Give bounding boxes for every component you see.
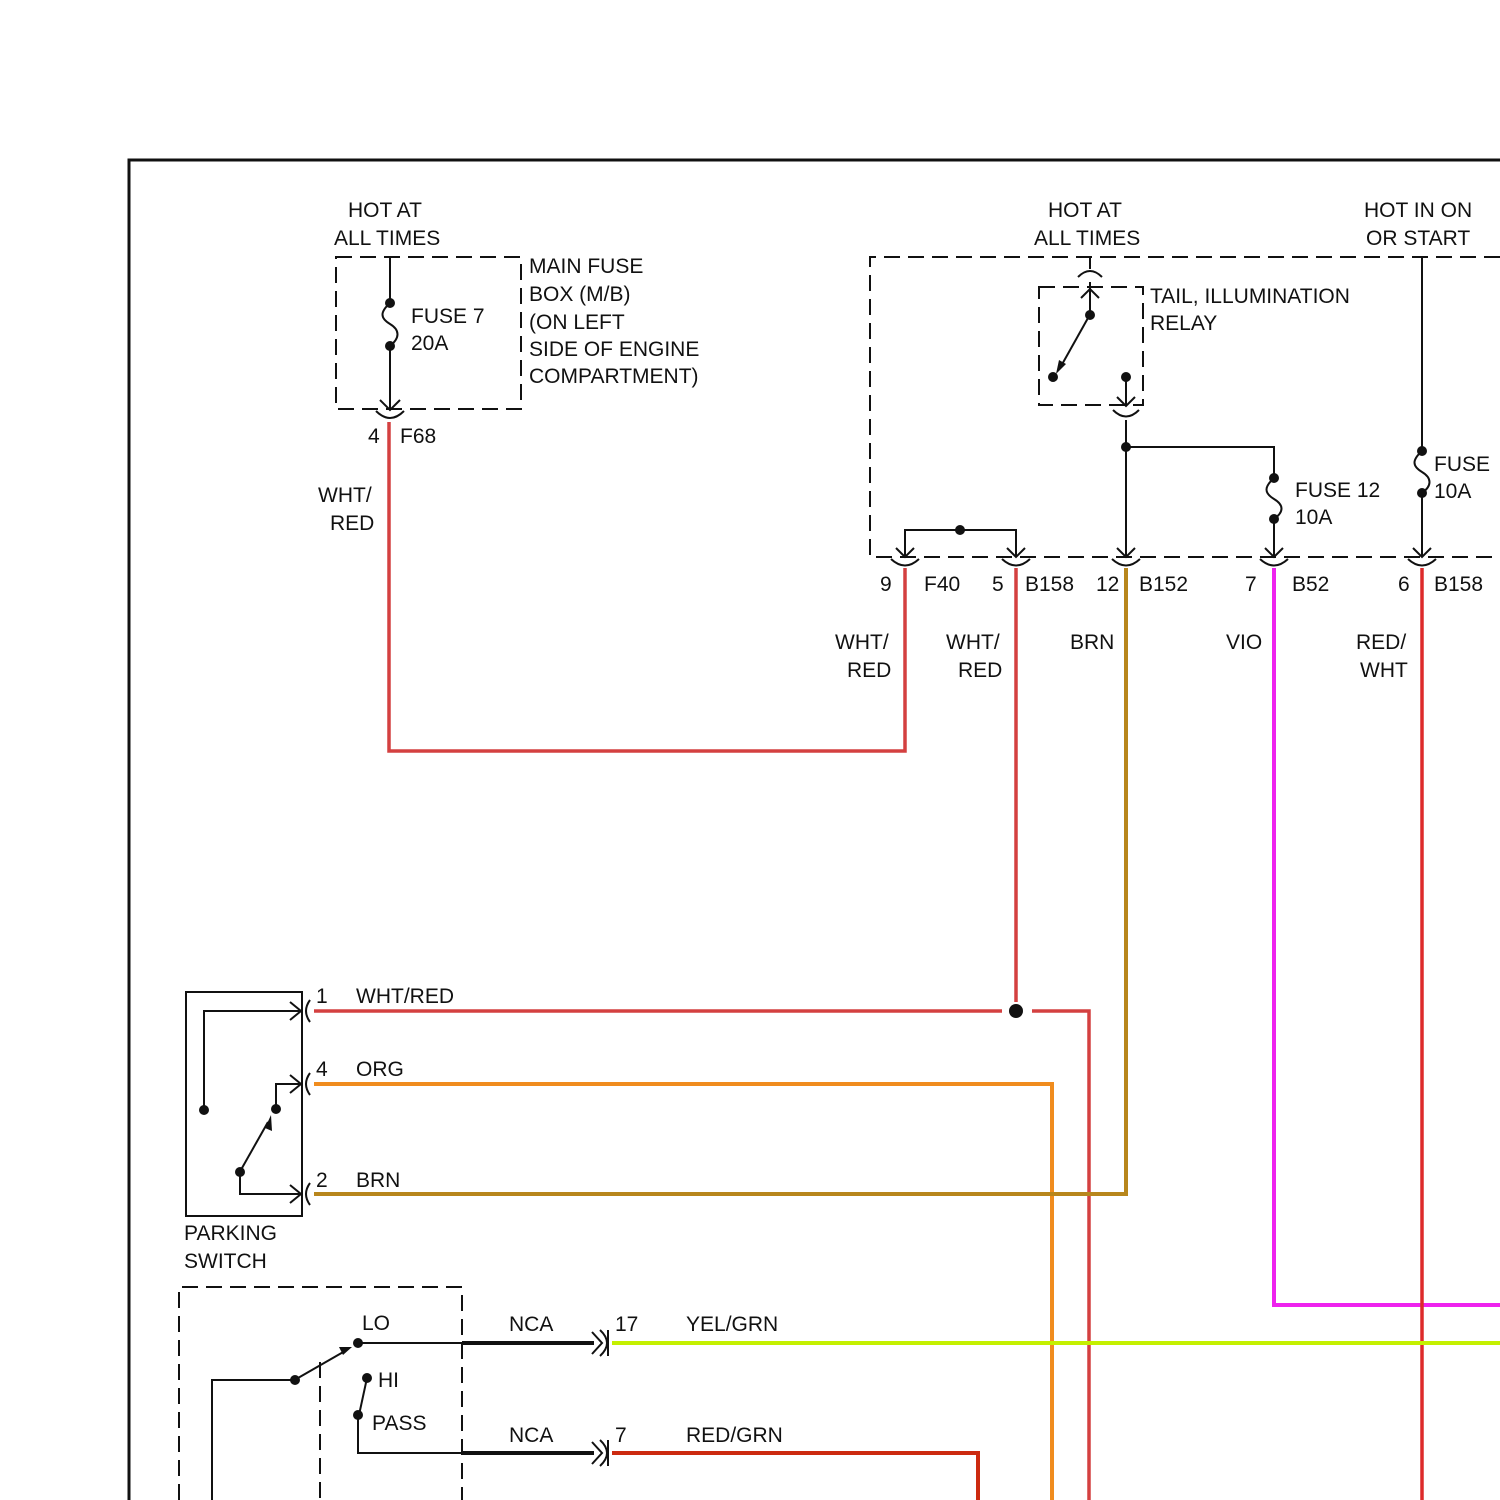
relay-label-2: RELAY xyxy=(1150,312,1217,335)
parking-switch: 1 WHT/RED 4 ORG 2 BRN PARKING SWITCH xyxy=(184,985,454,1273)
connector-f40-wire-2: RED xyxy=(847,659,891,682)
main-fuse-power-label-2: ALL TIMES xyxy=(334,227,440,250)
connector-b158b-wire-1: RED/ xyxy=(1356,631,1406,654)
headlight-pass-label: PASS xyxy=(372,1412,426,1435)
output-wire-17: YEL/GRN xyxy=(686,1313,778,1336)
main-fuse-box: HOT AT ALL TIMES FUSE 7 20A MAIN FUSE BO… xyxy=(318,199,699,535)
connector-labels: 9 F40 WHT/ RED 5 B158 WHT/ RED 12 B152 B… xyxy=(835,573,1483,682)
connector-f40-name: F40 xyxy=(924,573,960,596)
connector-b158-wire-2: RED xyxy=(958,659,1002,682)
connector-b158b-name: B158 xyxy=(1434,573,1483,596)
relay-contact-icon xyxy=(1060,318,1088,368)
connector-b158b-wire-2: WHT xyxy=(1360,659,1408,682)
fuse-7-symbol xyxy=(383,303,398,346)
parking-switch-name-2: SWITCH xyxy=(184,1250,267,1273)
headlight-switch: LO HI PASS NCA 17 YEL/GRN NCA 7 RED/GRN xyxy=(179,1287,783,1500)
main-fuse-power-label-1: HOT AT xyxy=(348,199,422,222)
fuse-10a-symbol xyxy=(1415,451,1430,493)
wire-org xyxy=(314,1084,1052,1500)
parking-pin-2: 2 xyxy=(316,1169,328,1192)
wht-red-splice xyxy=(1009,1004,1023,1018)
connector-b158-name: B158 xyxy=(1025,573,1074,596)
parking-wire-2: BRN xyxy=(356,1169,400,1192)
fuse-12-rating: 10A xyxy=(1295,506,1332,529)
fuse-7-rating: 20A xyxy=(411,332,448,355)
wire-red-grn xyxy=(612,1453,978,1500)
fuse-7-name: FUSE 7 xyxy=(411,305,485,328)
headlight-lo-label: LO xyxy=(362,1312,390,1335)
relay-power-label-1: HOT AT xyxy=(1048,199,1122,222)
parking-pin-4: 4 xyxy=(316,1058,328,1081)
parking-wire-4: ORG xyxy=(356,1058,404,1081)
output-pin-17: 17 xyxy=(615,1313,638,1336)
parking-switch-name-1: PARKING xyxy=(184,1222,277,1245)
relay-label-1: TAIL, ILLUMINATION xyxy=(1150,285,1350,308)
output-pin-7: 7 xyxy=(615,1424,627,1447)
parking-switch-blade-icon xyxy=(242,1122,268,1168)
ignition-power-label-1: HOT IN ON xyxy=(1364,199,1472,222)
connector-b158-wire-1: WHT/ xyxy=(946,631,1000,654)
main-fuse-box-label-4: SIDE OF ENGINE xyxy=(529,338,699,361)
wire-brn xyxy=(314,568,1126,1194)
main-fuse-box-label-3: (ON LEFT xyxy=(529,311,625,334)
diagram-frame xyxy=(129,160,1500,1500)
fuse-right-name: FUSE xyxy=(1434,453,1490,476)
output-nca-17: NCA xyxy=(509,1313,553,1336)
ignition-power-label-2: OR START xyxy=(1366,227,1470,250)
connector-b158-pin: 5 xyxy=(992,573,1004,596)
fuse-right-rating: 10A xyxy=(1434,480,1471,503)
output-wire-7: RED/GRN xyxy=(686,1424,783,1447)
fuse-12-symbol xyxy=(1267,478,1282,519)
connector-b52-name: B52 xyxy=(1292,573,1329,596)
f68-connector: F68 xyxy=(400,425,436,448)
headlight-switch-blade-icon xyxy=(298,1351,345,1378)
fuse-12-name: FUSE 12 xyxy=(1295,479,1380,502)
main-fuse-box-label-5: COMPARTMENT) xyxy=(529,365,699,388)
connector-f40-wire-1: WHT/ xyxy=(835,631,889,654)
parking-wire-1: WHT/RED xyxy=(356,985,454,1008)
f68-wire-color-1: WHT/ xyxy=(318,484,372,507)
connector-b152-pin: 12 xyxy=(1096,573,1119,596)
connector-b152-wire-1: BRN xyxy=(1070,631,1114,654)
connector-b52-pin: 7 xyxy=(1245,573,1257,596)
headlight-hi-label: HI xyxy=(378,1369,399,1392)
f68-pin: 4 xyxy=(368,425,380,448)
connector-b52-wire-1: VIO xyxy=(1226,631,1262,654)
parking-pin-1: 1 xyxy=(316,985,328,1008)
relay-fuse-box: HOT AT ALL TIMES HOT IN ON OR START TAIL… xyxy=(870,199,1500,566)
connector-b158b-pin: 6 xyxy=(1398,573,1410,596)
relay-power-label-2: ALL TIMES xyxy=(1034,227,1140,250)
f68-wire-color-2: RED xyxy=(330,512,374,535)
connector-f40-pin: 9 xyxy=(880,573,892,596)
main-fuse-box-label-2: BOX (M/B) xyxy=(529,283,631,306)
wire-wht-red-f68 xyxy=(389,422,905,751)
connector-b152-name: B152 xyxy=(1139,573,1188,596)
main-fuse-box-label-1: MAIN FUSE xyxy=(529,255,643,278)
output-nca-7: NCA xyxy=(509,1424,553,1447)
